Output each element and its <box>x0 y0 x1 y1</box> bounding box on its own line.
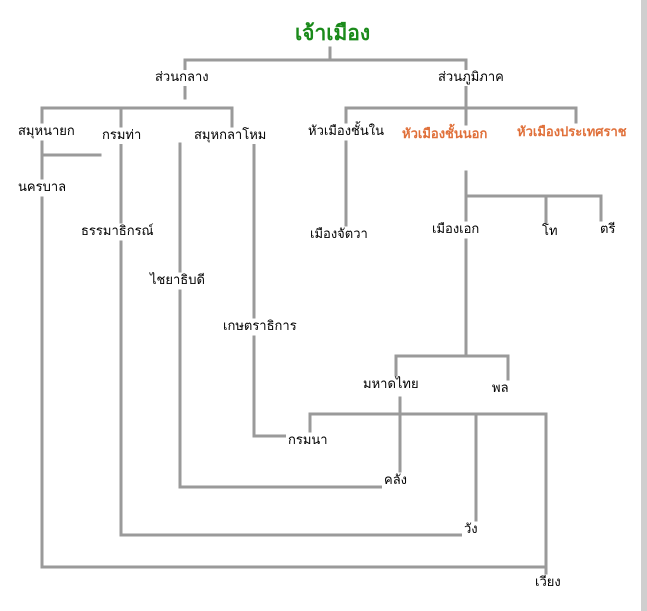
node-tho: โท <box>540 224 560 240</box>
node-wiang: เวียง <box>533 575 563 591</box>
node-central-admin: ส่วนกลาง <box>153 70 211 86</box>
node-regional-admin: ส่วนภูมิภาค <box>436 70 506 86</box>
node-tri: ตรี <box>598 222 618 238</box>
node-samuha-kalahom: สมุหกลาโหม <box>192 128 269 144</box>
node-tributary-states: หัวเมืองประเทศราช <box>515 125 629 141</box>
node-root: เจ้าเมือง <box>293 20 373 46</box>
node-chaiyathibodi: ไชยาธิบดี <box>148 273 207 289</box>
scan-edge <box>641 0 647 611</box>
node-kasetrathikan: เกษตราธิการ <box>221 319 299 335</box>
node-phon: พล <box>490 381 511 397</box>
node-wang: วัง <box>462 522 480 538</box>
node-khlang: คลัง <box>382 473 410 489</box>
node-nakhonban: นครบาล <box>16 180 69 196</box>
node-inner-towns: หัวเมืองชั้นใน <box>306 124 386 140</box>
node-thammathikon: ธรรมาธิกรณ์ <box>79 224 156 240</box>
node-mahatthai: มหาดไทย <box>361 377 421 393</box>
node-krom-tha: กรมท่า <box>100 128 144 144</box>
node-krom-na: กรมนา <box>286 433 330 449</box>
node-mueang-ek: เมืองเอก <box>430 222 482 238</box>
node-mueang-chattawa: เมืองจัตวา <box>308 227 370 243</box>
node-samuha-nayok: สมุหนายก <box>16 124 77 140</box>
node-outer-towns: หัวเมืองชั้นนอก <box>400 127 490 143</box>
